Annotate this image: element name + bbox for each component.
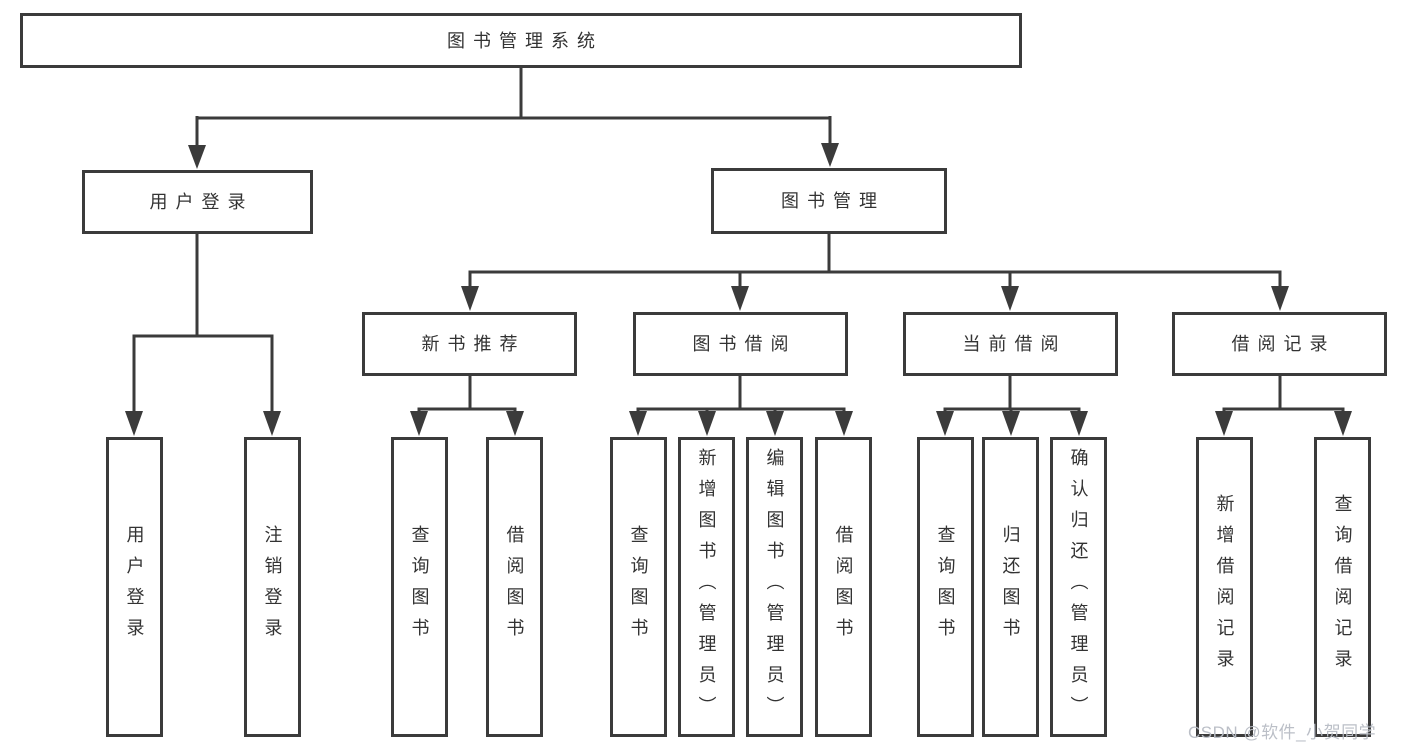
arrowhead (936, 411, 954, 436)
node-label: 注销登录 (262, 525, 283, 649)
node-label: 查询图书 (628, 525, 649, 649)
arrowhead (1215, 411, 1233, 436)
node-label: 编辑图书（管理员） (764, 447, 785, 727)
node-label: 借阅记录 (1231, 334, 1336, 354)
connector-book-borrow-children (629, 374, 853, 436)
connector-current-borrow-children (936, 374, 1088, 436)
leaf-add-borrow-record: 新增借阅记录 (1196, 437, 1253, 737)
node-label: 用户登录 (124, 525, 145, 649)
connector-book-management-children (461, 232, 1289, 311)
node-book-management: 图书管理 (711, 168, 947, 234)
arrowhead (506, 411, 524, 436)
connector-new-book-children (410, 374, 524, 436)
connector-root-to-level1 (188, 68, 839, 169)
leaf-query-books-borrow: 查询图书 (610, 437, 667, 737)
leaf-query-borrow-record: 查询借阅记录 (1314, 437, 1371, 737)
node-borrowing-records: 借阅记录 (1172, 312, 1387, 376)
leaf-user-login: 用户登录 (106, 437, 163, 737)
csdn-watermark: CSDN @软件_小贺同学 (1188, 723, 1377, 742)
arrowhead (1070, 411, 1088, 436)
arrowhead (410, 411, 428, 436)
node-label: 查询借阅记录 (1332, 494, 1353, 680)
arrowhead (698, 411, 716, 436)
arrowhead (1002, 411, 1020, 436)
node-label: 借阅图书 (504, 525, 525, 649)
arrowhead (188, 145, 206, 169)
node-label: 新增图书（管理员） (696, 447, 717, 727)
connector-user-login-children (125, 232, 281, 436)
node-label: 归还图书 (1000, 525, 1021, 649)
node-user-login: 用户登录 (82, 170, 313, 234)
leaf-logout: 注销登录 (244, 437, 301, 737)
node-label: 当前借阅 (962, 334, 1067, 354)
arrowhead (821, 143, 839, 167)
arrowhead (125, 411, 143, 436)
node-label: 新书推荐 (421, 334, 526, 354)
node-label: 图书管理 (781, 191, 885, 211)
arrowhead (766, 411, 784, 436)
node-label: 图书管理系统 (447, 30, 603, 51)
arrowhead (1001, 286, 1019, 311)
arrowhead (629, 411, 647, 436)
connector-borrow-record-children (1215, 374, 1352, 436)
arrowhead (835, 411, 853, 436)
node-label: 查询图书 (409, 525, 430, 649)
leaf-borrow-books: 借阅图书 (815, 437, 872, 737)
arrowhead (1334, 411, 1352, 436)
node-label: 确认归还（管理员） (1068, 447, 1089, 727)
node-label: 新增借阅记录 (1214, 494, 1235, 680)
node-new-book-recommendation: 新书推荐 (362, 312, 577, 376)
leaf-confirm-return-admin: 确认归还（管理员） (1050, 437, 1107, 737)
leaf-query-books-recommend: 查询图书 (391, 437, 448, 737)
arrowhead (731, 286, 749, 311)
node-library-management-system: 图书管理系统 (20, 13, 1022, 68)
node-book-borrowing: 图书借阅 (633, 312, 848, 376)
leaf-return-books: 归还图书 (982, 437, 1039, 737)
node-label: 查询图书 (935, 525, 956, 649)
node-current-borrowing: 当前借阅 (903, 312, 1118, 376)
arrowhead (263, 411, 281, 436)
node-label: 图书借阅 (692, 334, 797, 354)
arrowhead (461, 286, 479, 311)
node-label: 用户登录 (149, 192, 254, 212)
arrowhead (1271, 286, 1289, 311)
leaf-query-books-current: 查询图书 (917, 437, 974, 737)
leaf-edit-books-admin: 编辑图书（管理员） (746, 437, 803, 737)
leaf-borrow-books-recommend: 借阅图书 (486, 437, 543, 737)
leaf-add-books-admin: 新增图书（管理员） (678, 437, 735, 737)
node-label: 借阅图书 (833, 525, 854, 649)
